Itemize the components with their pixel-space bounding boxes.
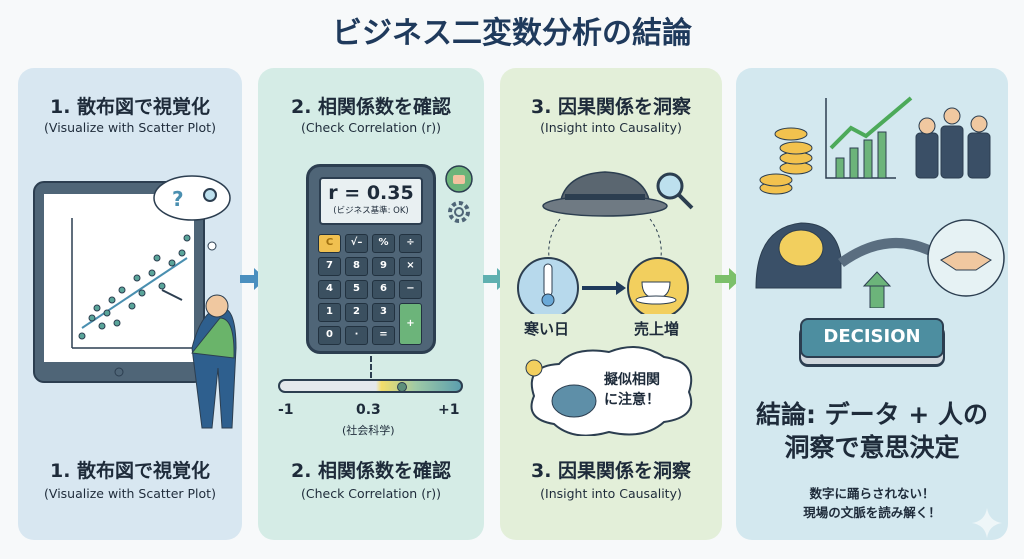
svg-text:?: ? (172, 187, 184, 211)
step-3-subheading: (Insight into Causality) (540, 120, 682, 135)
calc-key: 2 (345, 303, 368, 322)
calc-key: 4 (318, 280, 341, 299)
calc-key: × (399, 257, 422, 276)
scale-knob (397, 382, 408, 392)
conclusion-line-2: 洞察で意思決定 (784, 433, 960, 462)
calc-key: 0 (318, 326, 341, 345)
arrow-right-icon (715, 268, 741, 290)
step-2-footer-heading: 2. 相関係数を確認 (290, 460, 452, 482)
decision-illustration (755, 96, 1005, 308)
calc-key: 7 (318, 257, 341, 276)
tagline-line-2: 現場の文脈を読み解く！ (803, 505, 941, 520)
conclusion-tagline: 数字に踊らされない！ 現場の文脈を読み解く！ (736, 484, 1008, 522)
step-1-heading: 1. 散布図で視覚化 (49, 96, 211, 118)
conclusion-heading: 結論: データ + 人の 洞察で意思決定 (736, 398, 1008, 464)
step-2-footer-subheading: (Check Correlation (r)) (301, 486, 441, 501)
causality-illustration (517, 171, 694, 314)
scale-min-label: -1 (278, 402, 294, 418)
thumbs-up-and-gear-icon (445, 165, 473, 223)
step-1-footer-subheading: (Visualize with Scatter Plot) (44, 486, 216, 501)
warning-line-1: 擬似相関 (604, 372, 660, 388)
decision-button[interactable]: DECISION (800, 318, 944, 358)
calc-key: ÷ (399, 234, 422, 253)
calc-key: · (345, 326, 368, 345)
calc-key: C (318, 234, 341, 253)
calc-key: 1 (318, 303, 341, 322)
step-1-footer-heading: 1. 散布図で視覚化 (49, 460, 211, 482)
calc-key: + (399, 303, 422, 345)
step-1-subheading: (Visualize with Scatter Plot) (44, 120, 216, 135)
correlation-value: r = 0.35 (328, 182, 414, 204)
step-3-footer-heading: 3. 因果関係を洞察 (530, 460, 692, 482)
effect-label: 売上増 (634, 320, 680, 338)
calc-key: 5 (345, 280, 368, 299)
conclusion-line-1: 結論: データ + 人の (755, 400, 989, 429)
step-3-panel: 3. 因果関係を洞察 (Insight into Causality) 寒い日 … (500, 68, 722, 540)
calc-key: − (399, 280, 422, 299)
calculator-keys: C √– % ÷ 7 8 9 × 4 5 6 − 1 2 3 + 0 · = (318, 234, 422, 345)
scale-max-label: +1 (438, 402, 460, 418)
social-science-note: (社会科学) (342, 424, 395, 437)
cause-label: 寒い日 (524, 320, 570, 338)
step-2-heading: 2. 相関係数を確認 (290, 96, 452, 118)
calc-key: 6 (372, 280, 395, 299)
calc-key: 3 (372, 303, 395, 322)
calc-key: % (372, 234, 395, 253)
step-1-panel: 1. 散布図で視覚化 (Visualize with Scatter Plot)… (18, 68, 242, 540)
scale-marker-label: 0.3 (356, 402, 381, 418)
sparkle-icon (972, 508, 1002, 538)
calc-key: = (372, 326, 395, 345)
calculator-display: r = 0.35 (ビジネス基準: OK) (319, 177, 423, 225)
marker-line (370, 356, 372, 378)
calc-key: √– (345, 234, 368, 253)
conclusion-panel: DECISION 結論: データ + 人の 洞察で意思決定 数字に踊らされない！… (736, 68, 1008, 540)
page-title: ビジネス二変数分析の結論 (332, 16, 692, 51)
business-standard-note: (ビジネス基準: OK) (333, 206, 409, 216)
tagline-line-1: 数字に踊らされない！ (809, 486, 935, 501)
step-2-subheading: (Check Correlation (r)) (301, 120, 441, 135)
calc-key: 9 (372, 257, 395, 276)
step-2-panel: 2. 相関係数を確認 (Check Correlation (r)) r = 0… (258, 68, 484, 540)
step-3-footer-subheading: (Insight into Causality) (540, 486, 682, 501)
step-3-heading: 3. 因果関係を洞察 (530, 96, 692, 118)
scatter-plot-illustration: ? (33, 175, 237, 429)
calc-key: 8 (345, 257, 368, 276)
correlation-scale (278, 379, 463, 393)
calculator-illustration: r = 0.35 (ビジネス基準: OK) C √– % ÷ 7 8 9 × 4… (306, 164, 436, 354)
spurious-correlation-warning: 擬似相関 に注意！ (604, 370, 660, 410)
spurious-correlation-cloud (525, 346, 693, 436)
warning-line-2: に注意！ (604, 392, 660, 408)
